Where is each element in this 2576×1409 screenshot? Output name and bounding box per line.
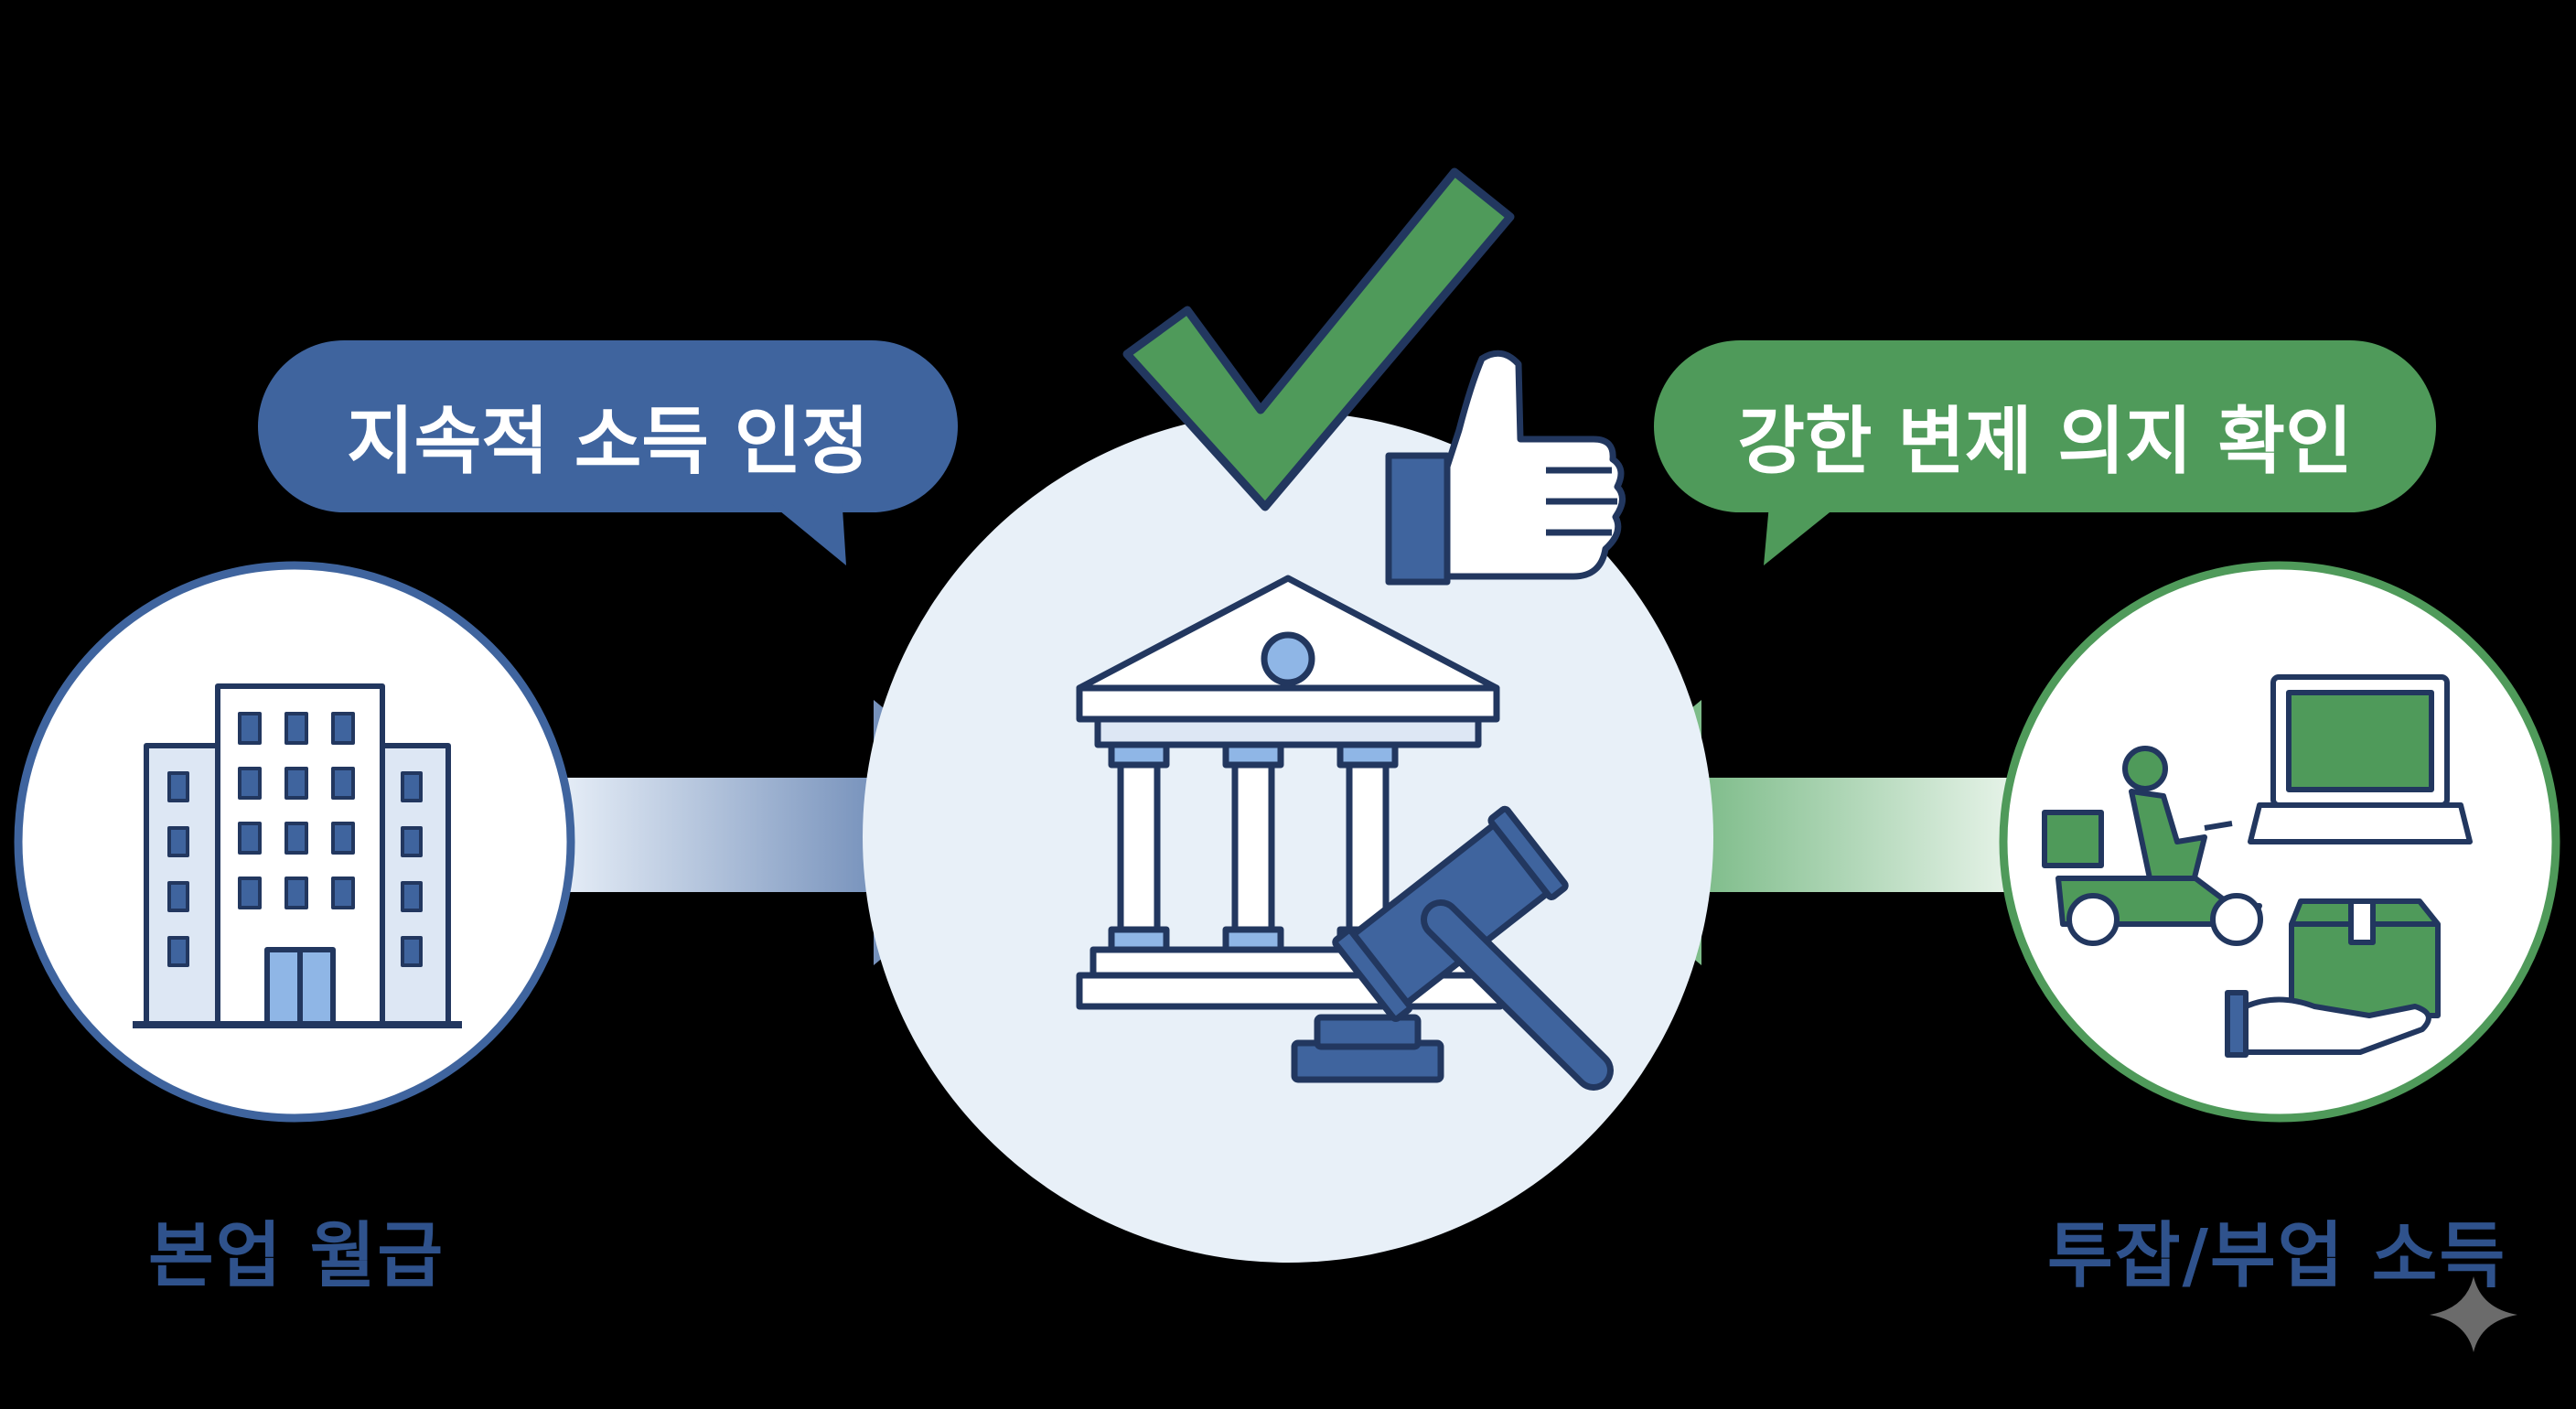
gavel-icon [1291, 805, 1614, 1091]
left-speech-bubble [258, 340, 958, 565]
thumbs-up-icon [1385, 350, 1626, 586]
right-speech-bubble [1654, 340, 2436, 565]
delivery-scooter-icon [2042, 746, 2263, 946]
right-source-caption: 투잡/부업 소득 [2047, 1215, 2507, 1297]
office-building-icon [133, 683, 462, 1028]
checkmark-icon [1122, 167, 1515, 511]
sparkle-icon [2430, 1276, 2517, 1352]
laptop-icon [2248, 674, 2473, 844]
left-source-caption: 본업 월급 [148, 1215, 445, 1297]
right-bubble-label: 강한 변제 의지 확인 [1737, 399, 2353, 484]
center-circle [863, 412, 1713, 1263]
left-bubble-label: 지속적 소득 인정 [347, 399, 869, 484]
package-in-hand-icon [2225, 898, 2441, 1058]
